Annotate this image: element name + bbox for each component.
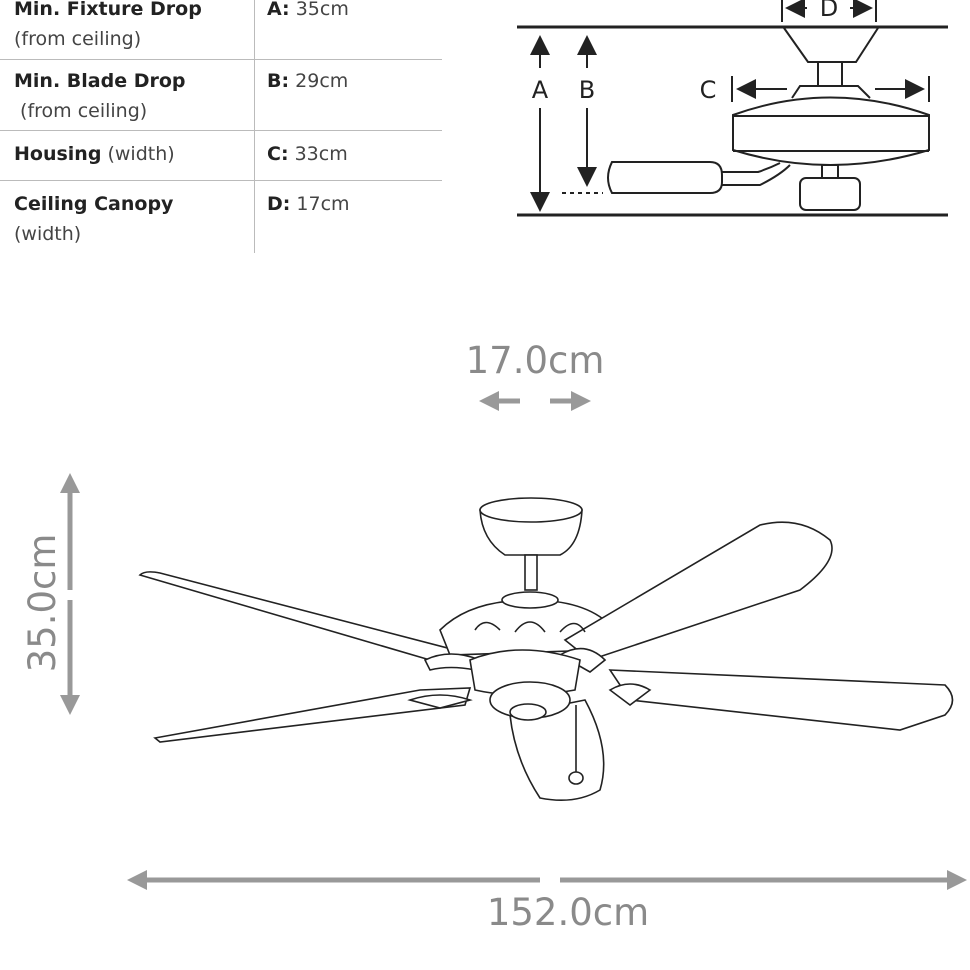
- spec-key: A:: [267, 0, 290, 20]
- side-schematic: [517, 0, 948, 217]
- spec-label: Min. Fixture Drop: [14, 0, 202, 20]
- motor-housing: [732, 96, 930, 166]
- spec-value: 33cm: [294, 143, 348, 165]
- spec-label: Min. Blade Drop: [14, 70, 186, 92]
- blade-right-top: [563, 521, 833, 661]
- spec-key: C:: [267, 143, 289, 165]
- spec-key: B:: [267, 70, 290, 92]
- spec-value: 17cm: [296, 193, 350, 215]
- spec-sublabel: (width): [14, 223, 82, 245]
- dimension-arrows: [60, 391, 967, 890]
- label-c: C: [700, 76, 717, 104]
- spec-key: D:: [267, 193, 291, 215]
- light-kit: [799, 177, 861, 211]
- canopy-width-label: 17.0cm: [466, 339, 605, 382]
- fan-illustration: [138, 497, 954, 801]
- blade-left-bottom: [153, 687, 472, 743]
- spec-value: 29cm: [295, 70, 349, 92]
- spec-sublabel: (width): [107, 143, 175, 165]
- label-a: A: [532, 76, 549, 104]
- downrod: [817, 61, 843, 87]
- spec-label: Ceiling Canopy: [14, 193, 174, 215]
- blade-left-top: [138, 571, 467, 670]
- column-divider: [254, 0, 255, 253]
- motor-top: [791, 85, 871, 99]
- height-label: 35.0cm: [21, 534, 64, 673]
- blade-iron: [722, 162, 791, 186]
- spec-row-blade-drop: Min. Blade Drop (from ceiling) B: 29cm: [0, 60, 442, 131]
- spec-sublabel: (from ceiling): [20, 100, 148, 122]
- spec-sublabel: (from ceiling): [14, 28, 142, 50]
- spec-value: 35cm: [295, 0, 349, 20]
- spec-row-canopy: Ceiling Canopy (width) D: 17cm: [0, 181, 442, 253]
- spec-row-housing: Housing (width) C: 33cm: [0, 131, 442, 181]
- span-label: 152.0cm: [487, 891, 649, 934]
- label-d: D: [820, 0, 838, 22]
- label-b: B: [579, 76, 595, 104]
- canopy-shape: [783, 27, 879, 63]
- fan-downrod: [524, 554, 538, 591]
- spec-row-fixture-drop: Min. Fixture Drop (from ceiling) A: 35cm: [0, 0, 442, 60]
- spec-label: Housing: [14, 143, 102, 165]
- pull-chain-fob: [568, 771, 584, 785]
- blade-side: [607, 161, 723, 194]
- blade-right: [608, 669, 954, 731]
